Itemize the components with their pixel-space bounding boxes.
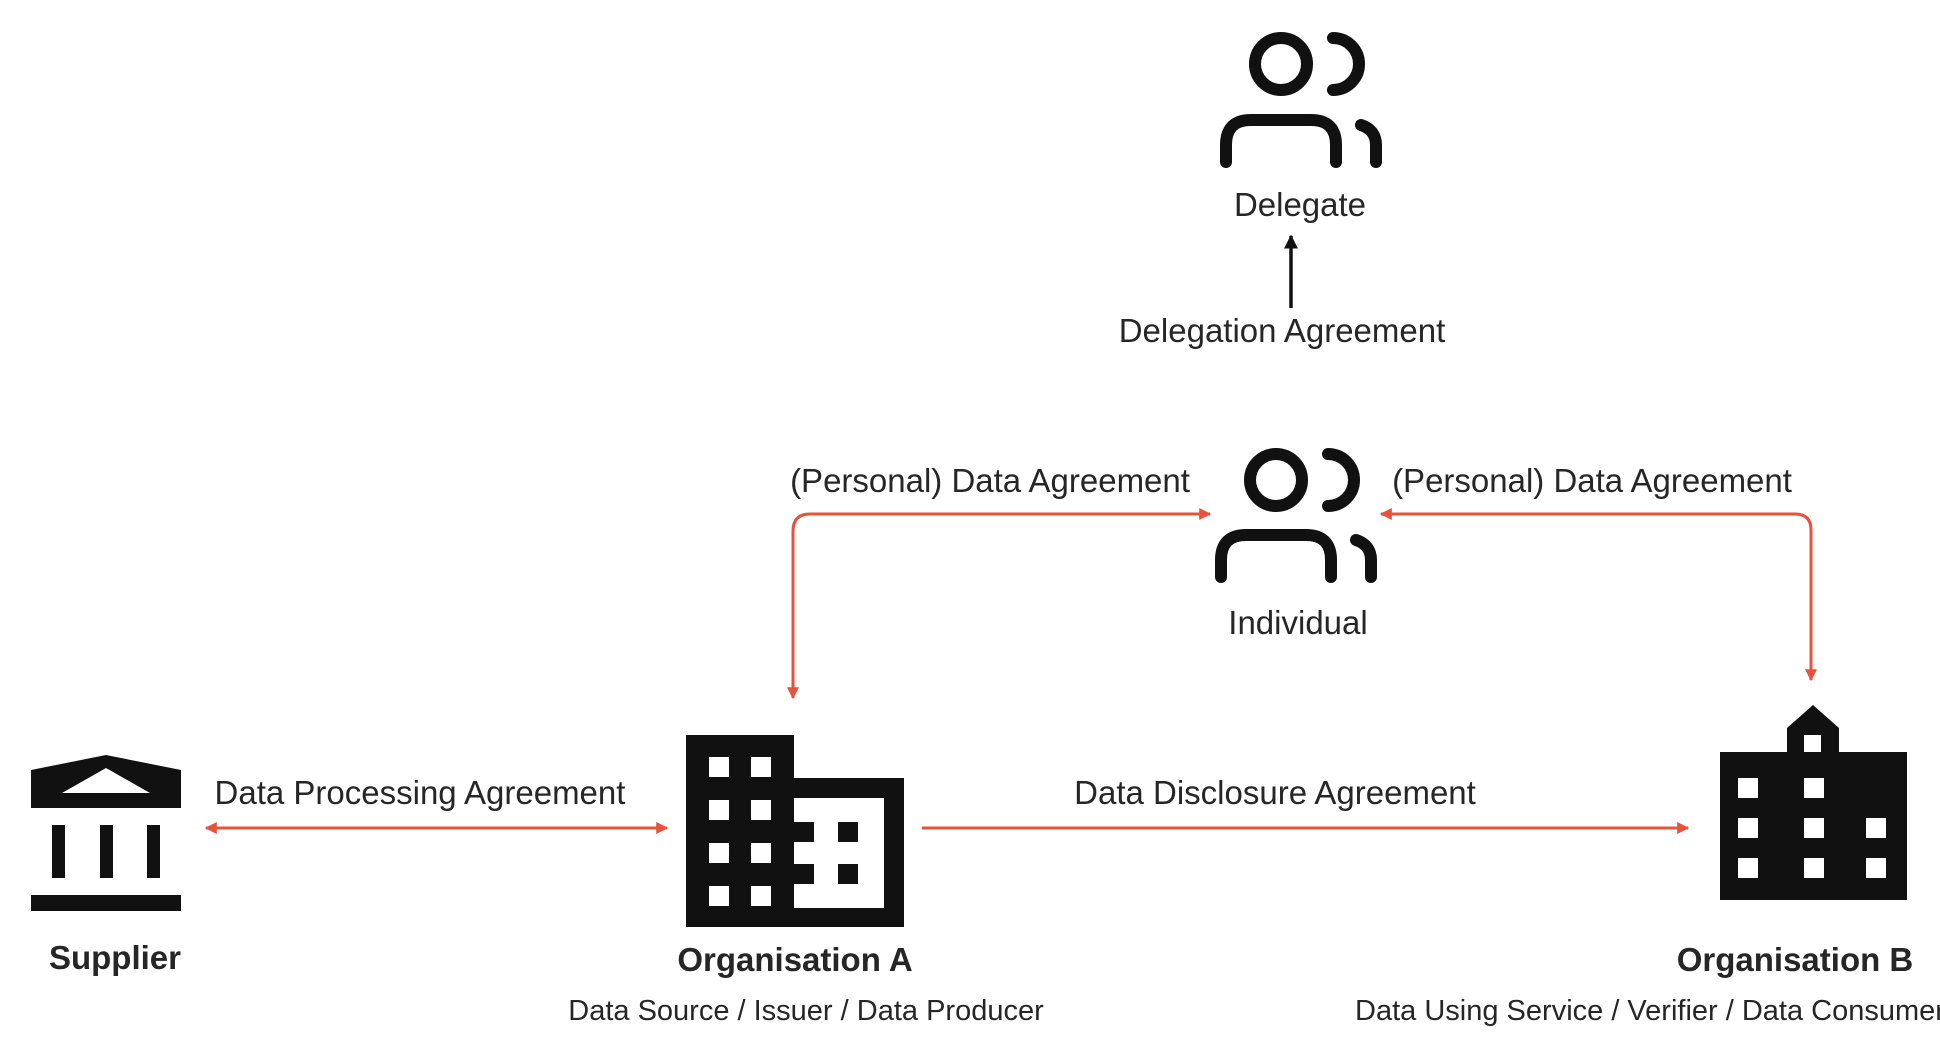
city-buildings-icon bbox=[1720, 705, 1907, 900]
data-disclosure-agreement-edge: Data Disclosure Agreement bbox=[922, 774, 1690, 834]
office-building-icon bbox=[686, 735, 904, 927]
organisation-a-label: Organisation A bbox=[677, 941, 912, 978]
organisation-b-subtitle: Data Using Service / Verifier / Data Con… bbox=[1355, 995, 1940, 1027]
organisation-a-node: Organisation A Data Source / Issuer / Da… bbox=[568, 735, 1044, 1027]
personal-data-agreement-left-label: (Personal) Data Agreement bbox=[790, 462, 1190, 499]
supplier-label: Supplier bbox=[49, 939, 181, 976]
organisation-b-node: Organisation B Data Using Service / Veri… bbox=[1355, 705, 1940, 1027]
individual-node: Individual bbox=[1215, 448, 1377, 641]
organisation-a-subtitle: Data Source / Issuer / Data Producer bbox=[568, 995, 1044, 1027]
organisation-b-label: Organisation B bbox=[1677, 941, 1914, 978]
data-processing-agreement-label: Data Processing Agreement bbox=[215, 774, 626, 811]
personal-data-agreement-right-edge: (Personal) Data Agreement bbox=[1379, 462, 1817, 682]
data-processing-agreement-edge: Data Processing Agreement bbox=[204, 774, 669, 834]
delegation-agreement-label: Delegation Agreement bbox=[1119, 312, 1446, 349]
individual-label: Individual bbox=[1228, 604, 1367, 641]
delegation-agreement-edge: Delegation Agreement bbox=[1115, 234, 1450, 356]
delegate-node: Delegate bbox=[1220, 32, 1382, 223]
supplier-node: Supplier bbox=[31, 755, 181, 976]
personal-data-agreement-right-label: (Personal) Data Agreement bbox=[1392, 462, 1792, 499]
people-icon bbox=[1220, 32, 1382, 168]
data-disclosure-agreement-label: Data Disclosure Agreement bbox=[1074, 774, 1476, 811]
institution-icon bbox=[31, 755, 181, 911]
people-icon bbox=[1215, 448, 1377, 583]
delegate-label: Delegate bbox=[1234, 186, 1366, 223]
personal-data-agreement-left-edge: (Personal) Data Agreement bbox=[787, 462, 1212, 700]
